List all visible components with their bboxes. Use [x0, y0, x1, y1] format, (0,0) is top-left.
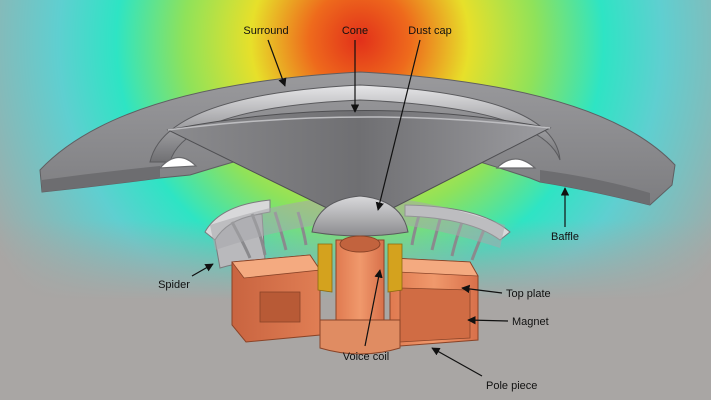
spider: [204, 196, 511, 269]
label-top-plate: Top plate: [506, 288, 551, 300]
surround-leader: [267, 39, 287, 87]
label-dust-cap: Dust cap: [408, 25, 451, 37]
spider-leader: [191, 263, 214, 277]
label-spider: Spider: [158, 279, 190, 291]
label-magnet: Magnet: [512, 316, 549, 328]
label-voice-coil: Voice coil: [343, 351, 389, 363]
callout-labels: Surround Cone Dust cap Baffle Spider Top…: [158, 25, 579, 392]
pole-piece-leader: [431, 347, 483, 377]
leader-lines: [191, 39, 570, 377]
voice-coil: [317, 243, 403, 293]
label-pole-piece: Pole piece: [486, 380, 537, 392]
surround: [149, 84, 561, 169]
label-surround: Surround: [243, 25, 288, 37]
top-plate-leader: [461, 284, 503, 294]
label-cone: Cone: [342, 25, 368, 37]
magnet-leader: [467, 315, 509, 325]
voice-coil-leader: [364, 269, 383, 347]
baffle: [39, 71, 676, 206]
dust-cap-leader: [375, 39, 421, 211]
label-baffle: Baffle: [551, 231, 579, 243]
magnet-assembly: [231, 235, 479, 355]
